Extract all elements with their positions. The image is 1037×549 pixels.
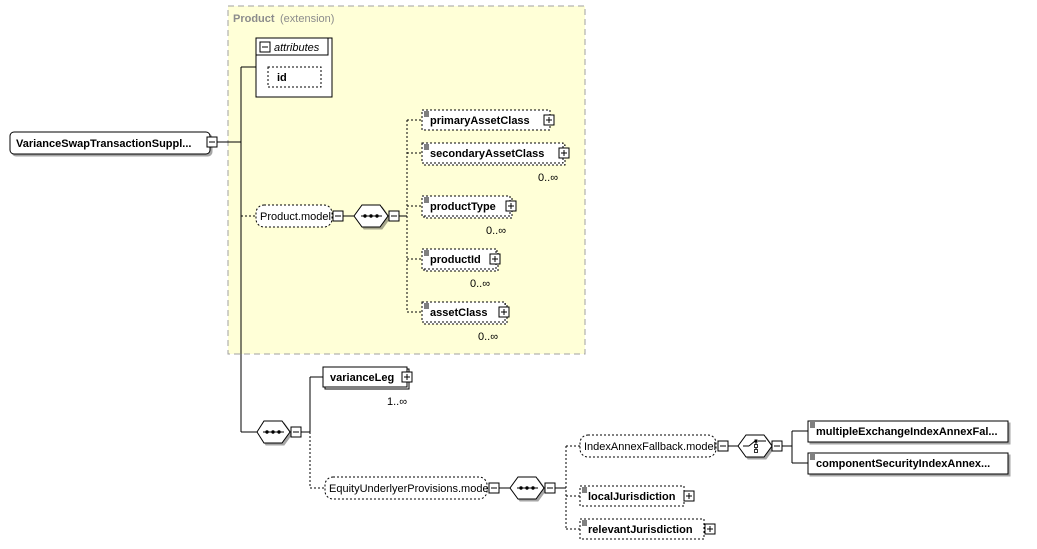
componentSecurity-label: componentSecurityIndexAnnex... bbox=[816, 458, 990, 470]
equity-model-group[interactable]: EquityUnderlyerProvisions.model bbox=[324, 476, 491, 500]
localJurisdiction-expand-icon[interactable] bbox=[683, 490, 695, 502]
attribute-id: id bbox=[277, 72, 287, 84]
multipleExchange-label: multipleExchangeIndexAnnexFal... bbox=[816, 426, 998, 438]
sequence-compositor-icon[interactable] bbox=[353, 204, 389, 228]
product-subtitle: (extension) bbox=[280, 13, 334, 25]
index-fallback-model-label: IndexAnnexFallback.model bbox=[584, 441, 716, 453]
primaryAssetClass-expand-icon[interactable] bbox=[543, 114, 555, 126]
productId-expand-icon[interactable] bbox=[489, 253, 501, 265]
attributes-collapse-icon[interactable] bbox=[259, 41, 271, 53]
root-collapse-icon[interactable] bbox=[206, 136, 218, 148]
root-element-label: VarianceSwapTransactionSuppl... bbox=[16, 138, 191, 150]
varianceLeg-expand-icon[interactable] bbox=[401, 371, 413, 383]
equity-model-collapse-icon[interactable] bbox=[488, 482, 500, 494]
secondaryAssetClass-expand-icon[interactable] bbox=[558, 147, 570, 159]
attributes-label: attributes bbox=[274, 42, 320, 54]
sequence-compositor-2-icon[interactable] bbox=[256, 420, 291, 444]
productId-label: productId bbox=[430, 254, 481, 266]
choice-collapse-icon[interactable] bbox=[771, 440, 783, 452]
secondaryAssetClass-label: secondaryAssetClass bbox=[430, 148, 544, 160]
element-productType[interactable]: productType bbox=[421, 195, 513, 219]
attributes-group[interactable]: attributes id bbox=[255, 37, 333, 98]
index-fallback-collapse-icon[interactable] bbox=[717, 440, 729, 452]
element-multipleExchangeIndexAnnexFallback[interactable]: multipleExchangeIndexAnnexFal... bbox=[807, 420, 1009, 443]
product-model-group[interactable]: Product.model bbox=[255, 204, 333, 228]
element-localJurisdiction[interactable]: localJurisdiction bbox=[579, 485, 685, 507]
choice-compositor-icon[interactable] bbox=[737, 434, 773, 458]
productType-label: productType bbox=[430, 201, 496, 213]
element-componentSecurityIndexAnnex[interactable]: componentSecurityIndexAnnex... bbox=[807, 452, 1009, 475]
sequence-2-collapse-icon[interactable] bbox=[290, 426, 302, 438]
varianceLeg-cardinality: 1..∞ bbox=[387, 396, 407, 408]
equity-model-label: EquityUnderlyerProvisions.model bbox=[329, 483, 491, 495]
product-model-collapse-icon[interactable] bbox=[332, 210, 344, 222]
index-fallback-model-group[interactable]: IndexAnnexFallback.model bbox=[579, 434, 717, 458]
relevantJurisdiction-expand-icon[interactable] bbox=[704, 523, 716, 535]
sequence-collapse-icon[interactable] bbox=[388, 210, 400, 222]
product-model-label: Product.model bbox=[260, 211, 331, 223]
assetClass-expand-icon[interactable] bbox=[498, 306, 510, 318]
assetClass-cardinality: 0..∞ bbox=[478, 331, 498, 343]
element-assetClass[interactable]: assetClass bbox=[421, 301, 508, 325]
productType-cardinality: 0..∞ bbox=[486, 225, 506, 237]
productType-expand-icon[interactable] bbox=[505, 200, 517, 212]
assetClass-label: assetClass bbox=[430, 307, 488, 319]
varianceLeg-label: varianceLeg bbox=[330, 372, 394, 384]
sequence-3-collapse-icon[interactable] bbox=[544, 482, 556, 494]
secondaryAssetClass-cardinality: 0..∞ bbox=[538, 172, 558, 184]
root-element[interactable]: VarianceSwapTransactionSuppl... bbox=[9, 131, 211, 155]
element-productId[interactable]: productId bbox=[421, 248, 499, 272]
primaryAssetClass-label: primaryAssetClass bbox=[430, 115, 530, 127]
product-title: Product bbox=[233, 13, 275, 25]
productId-cardinality: 0..∞ bbox=[470, 278, 490, 290]
element-primaryAssetClass[interactable]: primaryAssetClass bbox=[421, 109, 551, 131]
element-relevantJurisdiction[interactable]: relevantJurisdiction bbox=[579, 518, 705, 540]
localJurisdiction-label: localJurisdiction bbox=[588, 491, 676, 503]
element-secondaryAssetClass[interactable]: secondaryAssetClass bbox=[421, 142, 566, 166]
sequence-compositor-3-icon[interactable] bbox=[509, 476, 545, 500]
relevantJurisdiction-label: relevantJurisdiction bbox=[588, 524, 693, 536]
element-varianceLeg[interactable]: varianceLeg bbox=[322, 366, 410, 390]
